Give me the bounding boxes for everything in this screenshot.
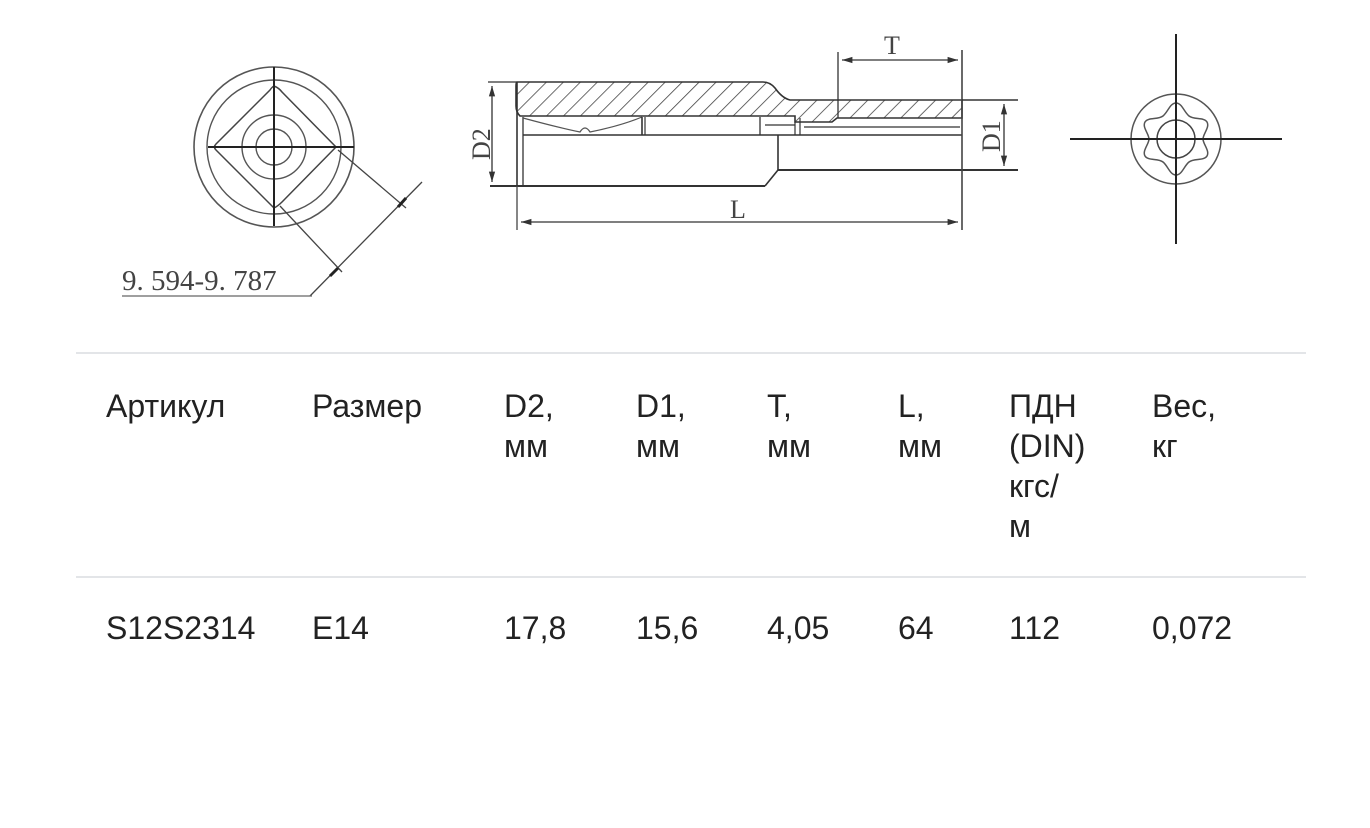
header-unit: мм xyxy=(636,428,680,464)
cell-l: 64 xyxy=(898,610,934,646)
header-d2: D2, мм xyxy=(504,353,636,577)
header-unit: мм xyxy=(898,428,942,464)
table-body: S12S2314 E14 17,8 15,6 4,05 64 112 0,072 xyxy=(76,577,1306,648)
header-size: Размер xyxy=(312,353,504,577)
side-view-section: D2 D1 T L xyxy=(467,31,1018,230)
cell-d2: 17,8 xyxy=(504,610,567,646)
header-unit: м xyxy=(1009,508,1031,544)
socket-drawing-svg: 9. 594-9. 787 xyxy=(122,31,1282,297)
header-text: D2, xyxy=(504,388,554,424)
header-l: L, мм xyxy=(898,353,1009,577)
cell-weight: 0,072 xyxy=(1152,610,1233,646)
cell-article: S12S2314 xyxy=(106,610,256,646)
header-unit: мм xyxy=(504,428,548,464)
cell-torque: 112 xyxy=(1009,610,1061,646)
header-text: Артикул xyxy=(106,388,226,424)
header-text: L, xyxy=(898,388,925,424)
header-unit: кгс/ xyxy=(1009,468,1059,504)
l-label: L xyxy=(730,195,746,224)
cell-d1: 15,6 xyxy=(636,610,699,646)
header-text: D1, xyxy=(636,388,686,424)
table-header: Артикул Размер D2, мм D1, мм T, мм L, мм xyxy=(76,353,1306,577)
front-view-square-drive: 9. 594-9. 787 xyxy=(122,66,423,297)
cell-t: 4,05 xyxy=(767,610,830,646)
d2-label: D2 xyxy=(467,128,496,160)
header-text: Вес, xyxy=(1152,388,1217,424)
spec-table: Артикул Размер D2, мм D1, мм T, мм L, мм xyxy=(76,352,1306,648)
header-d1: D1, мм xyxy=(636,353,767,577)
rear-view-torx xyxy=(1070,34,1282,244)
table-row: S12S2314 E14 17,8 15,6 4,05 64 112 0,072 xyxy=(76,577,1306,648)
t-label: T xyxy=(884,31,900,60)
header-unit: мм xyxy=(767,428,811,464)
header-weight: Вес, кг xyxy=(1152,353,1306,577)
header-unit: кг xyxy=(1152,428,1178,464)
header-article: Артикул xyxy=(76,353,312,577)
header-text: Размер xyxy=(312,388,422,424)
header-text: T, xyxy=(767,388,792,424)
header-row: Артикул Размер D2, мм D1, мм T, мм L, мм xyxy=(76,353,1306,577)
header-text: (DIN) xyxy=(1009,428,1086,464)
header-t: T, мм xyxy=(767,353,898,577)
header-torque: ПДН (DIN) кгс/ м xyxy=(1009,353,1152,577)
cell-size: E14 xyxy=(312,610,369,646)
square-drive-dimension-label: 9. 594-9. 787 xyxy=(122,265,277,297)
d1-label: D1 xyxy=(977,120,1006,152)
header-text: ПДН xyxy=(1009,388,1077,424)
technical-drawing: 9. 594-9. 787 xyxy=(0,0,1370,320)
